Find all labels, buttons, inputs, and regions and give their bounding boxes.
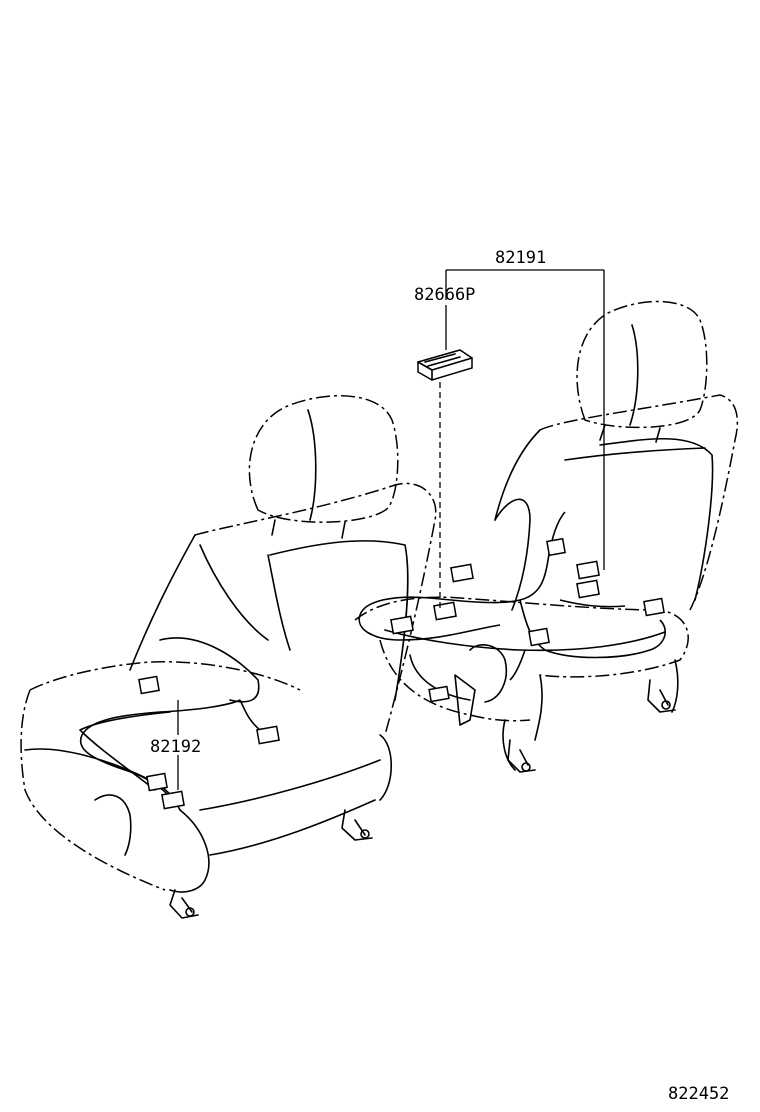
- connector: [576, 560, 600, 580]
- connector: [390, 615, 414, 635]
- connector: [138, 675, 160, 695]
- part-label-82191: 82191: [495, 248, 546, 268]
- part-label-82192: 82192: [150, 737, 201, 757]
- connector: [576, 579, 600, 599]
- left-seat: [20, 395, 437, 919]
- figure-number: 822452: [668, 1084, 729, 1104]
- connector: [450, 563, 474, 583]
- part-82666p-component: [417, 349, 473, 381]
- connector: [643, 597, 665, 617]
- connector: [428, 685, 450, 703]
- connector: [256, 725, 280, 745]
- connector: [146, 772, 168, 792]
- wire-harness-82192: [79, 675, 280, 810]
- leader-lines: [177, 269, 605, 790]
- connector: [528, 627, 550, 647]
- connector: [433, 601, 457, 621]
- connector: [546, 537, 566, 557]
- connector: [161, 790, 185, 810]
- right-seat: [354, 300, 739, 773]
- wire-harness-82191: [358, 511, 666, 703]
- part-label-82666p: 82666P: [414, 285, 475, 305]
